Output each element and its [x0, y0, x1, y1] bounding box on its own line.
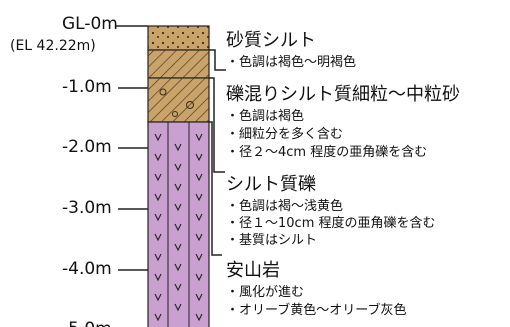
andesite-v-mark: [174, 183, 182, 192]
gravel-mark: [186, 101, 194, 109]
depth-label-2: -2.0m: [62, 137, 112, 157]
layer-note-1-1: ・色調は褐色～明褐色: [226, 54, 356, 70]
layer-title-1: 砂質シルト: [226, 30, 316, 51]
depth-label-4: -4.0m: [62, 259, 112, 279]
layer-title-4: 安山岩: [226, 260, 280, 281]
layer-gravelly-sand-pattern: [148, 50, 209, 78]
layer-silty-gravel-pattern: [148, 78, 209, 122]
andesite-v-mark: [195, 253, 203, 262]
andesite-v-mark: [174, 303, 182, 312]
depth-label-5: -5.0m: [62, 319, 112, 327]
andesite-v-mark: [154, 133, 162, 142]
andesite-v-mark: [195, 133, 203, 142]
layer-sandy-silt-pattern: [148, 26, 209, 50]
connector-sandy-silt: [209, 49, 226, 71]
layer-note-2-3: ・径２～4cm 程度の亜角礫を含む: [226, 144, 427, 160]
andesite-v-mark: [174, 203, 182, 212]
andesite-v-mark: [174, 223, 182, 232]
andesite-v-mark: [174, 263, 182, 272]
layer-note-4-1: ・風化が進む: [226, 285, 304, 300]
layer-note-3-2: ・径１～10cm 程度の亜角礫を含む: [226, 215, 436, 231]
layer-note-2-2: ・細粒分を多く含む: [226, 126, 343, 142]
connector-gravelly-sand: [209, 77, 225, 173]
andesite-v-mark: [174, 283, 182, 292]
andesite-v-mark: [154, 253, 162, 262]
andesite-v-mark: [195, 233, 203, 242]
andesite-v-mark: [174, 143, 182, 152]
depth-label-3: -3.0m: [62, 198, 112, 218]
andesite-v-mark: [195, 273, 203, 282]
andesite-v-mark: [154, 293, 162, 302]
andesite-v-mark: [154, 213, 162, 222]
andesite-v-mark: [195, 293, 203, 302]
andesite-v-marks: [154, 133, 203, 322]
layer-title-3: シルト質礫: [226, 174, 316, 195]
andesite-v-mark: [154, 153, 162, 162]
connector-silty-gravel: [209, 121, 222, 256]
andesite-v-mark: [174, 243, 182, 252]
layer-note-2-1: ・色調は褐色: [226, 108, 304, 124]
layer-andesite: [147, 121, 210, 327]
gravel-mark: [159, 88, 167, 96]
andesite-v-mark: [154, 173, 162, 182]
andesite-v-mark: [195, 173, 203, 182]
elevation-label: (EL 42.22m): [10, 38, 96, 54]
depth-label-1: -1.0m: [62, 77, 112, 97]
layer-title-2: 礫混りシルト質細粒～中粒砂: [226, 84, 460, 105]
layer-note-3-1: ・色調は褐～浅黄色: [226, 198, 343, 214]
andesite-v-mark: [154, 313, 162, 322]
andesite-v-mark: [154, 233, 162, 242]
andesite-v-mark: [154, 193, 162, 202]
layer-note-3-3: ・基質はシルト: [226, 233, 317, 248]
andesite-v-mark: [174, 163, 182, 172]
andesite-v-mark: [154, 273, 162, 282]
gravel-mark: [172, 111, 178, 117]
layer-note-4-2: ・オリーブ黄色～オリーブ灰色: [226, 302, 406, 318]
andesite-v-mark: [195, 213, 203, 222]
soil-column: [147, 25, 210, 327]
andesite-v-mark: [195, 153, 203, 162]
ground-level-label: GL-0m: [62, 14, 118, 34]
andesite-v-mark: [195, 313, 203, 322]
andesite-v-mark: [195, 193, 203, 202]
